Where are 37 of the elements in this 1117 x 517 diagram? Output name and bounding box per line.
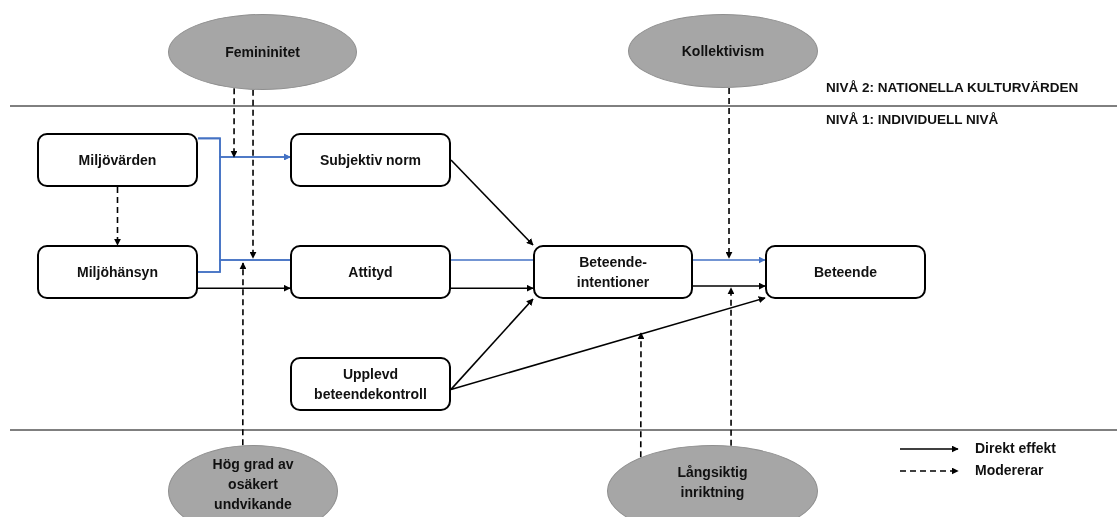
process-box bbox=[533, 245, 693, 299]
arrow bbox=[197, 284, 291, 292]
node-label: Kollektivism bbox=[681, 42, 765, 61]
arrow bbox=[450, 284, 534, 292]
node-label: Beteende- intentioner bbox=[575, 253, 651, 292]
node-label: Miljövärden bbox=[78, 151, 157, 170]
node-label: Subjektiv norm bbox=[319, 151, 422, 170]
process-box bbox=[37, 133, 198, 187]
legend-label: Direkt effekt bbox=[975, 440, 1056, 456]
process-box bbox=[37, 245, 198, 299]
arrow bbox=[637, 332, 645, 459]
arrow bbox=[692, 282, 766, 290]
node-label: Attityd bbox=[348, 263, 393, 282]
process-box bbox=[290, 357, 451, 411]
arrow bbox=[450, 296, 766, 391]
process-box bbox=[290, 133, 451, 187]
connector-line bbox=[450, 259, 534, 261]
connector-line bbox=[197, 259, 291, 273]
node-label: Miljöhänsyn bbox=[77, 263, 158, 282]
arrow bbox=[249, 89, 257, 259]
node-label: Långsiktig inriktning bbox=[676, 463, 749, 502]
arrow bbox=[450, 159, 534, 246]
node-label: Upplevd beteendekontroll bbox=[313, 365, 428, 404]
arrow bbox=[239, 262, 247, 447]
legend-label: Modererar bbox=[975, 462, 1044, 478]
arrow bbox=[692, 256, 766, 264]
arrow bbox=[725, 87, 733, 259]
arrow bbox=[727, 287, 735, 447]
node-label: Femininitet bbox=[225, 43, 300, 62]
node-label: Beteende bbox=[814, 263, 877, 282]
node-label: Hög grad av osäkert undvikande bbox=[211, 455, 295, 514]
process-box bbox=[290, 245, 451, 299]
level-label: NIVÅ 2: NATIONELLA KULTURVÄRDEN bbox=[826, 80, 1079, 95]
level-label: NIVÅ 1: INDIVIDUELL NIVÅ bbox=[826, 112, 999, 127]
arrow bbox=[114, 186, 121, 246]
arrow bbox=[450, 298, 534, 391]
process-box bbox=[765, 245, 926, 299]
